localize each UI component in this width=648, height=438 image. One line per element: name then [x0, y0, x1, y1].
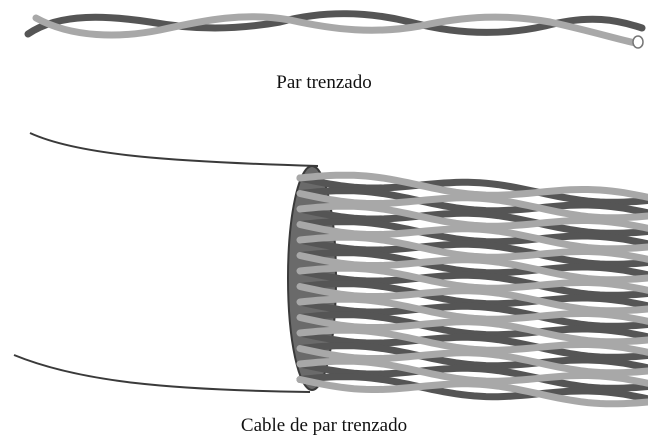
caption-twisted-pair: Par trenzado [276, 72, 371, 93]
bundle-wire-dark [296, 298, 648, 330]
bundle-wire-dark [296, 267, 648, 299]
bundle-wire-light [296, 283, 648, 315]
bundle-wire-dark [296, 187, 648, 217]
wire-light [32, 13, 644, 48]
jacket-top-edge [29, 132, 319, 167]
bundle-wire-light [296, 376, 648, 408]
bundle-wire-light [296, 190, 648, 222]
bundle-wire-light [296, 295, 648, 325]
bundle-wire-light [296, 221, 648, 253]
bundle-wire-dark [296, 360, 648, 392]
bundle-wire-dark [296, 373, 648, 403]
bundle-wire-light [296, 252, 648, 284]
bundle-wire-light [296, 233, 648, 263]
bundle-wire-dark [296, 329, 648, 361]
bundle-wire-dark [296, 174, 648, 206]
bundle-wire-light [296, 314, 648, 346]
caption-twisted-pair-cable: Cable de par trenzado [241, 415, 407, 436]
bundle-wire-dark [296, 205, 648, 237]
bundle-wire-light [296, 264, 648, 294]
bundle-wire-dark [296, 249, 648, 279]
bundle-wire-light [296, 202, 648, 232]
bundle-wire-light [296, 171, 648, 201]
bundle-wire-dark [296, 342, 648, 372]
single-twisted-pair [24, 10, 646, 49]
bundle-wire-light [296, 326, 648, 356]
bundle-wire-dark [296, 236, 648, 268]
bundle-wire-light [296, 345, 648, 377]
cable-jacket [13, 132, 337, 393]
bundle-wire-dark [296, 280, 648, 310]
wire-end-cap [632, 35, 644, 49]
bundle-wire-dark [296, 218, 648, 248]
wire-bundle [296, 171, 648, 408]
jacket-bottom-edge [13, 354, 311, 393]
bundle-wire-light [296, 357, 648, 387]
bundle-wire-dark [296, 311, 648, 341]
